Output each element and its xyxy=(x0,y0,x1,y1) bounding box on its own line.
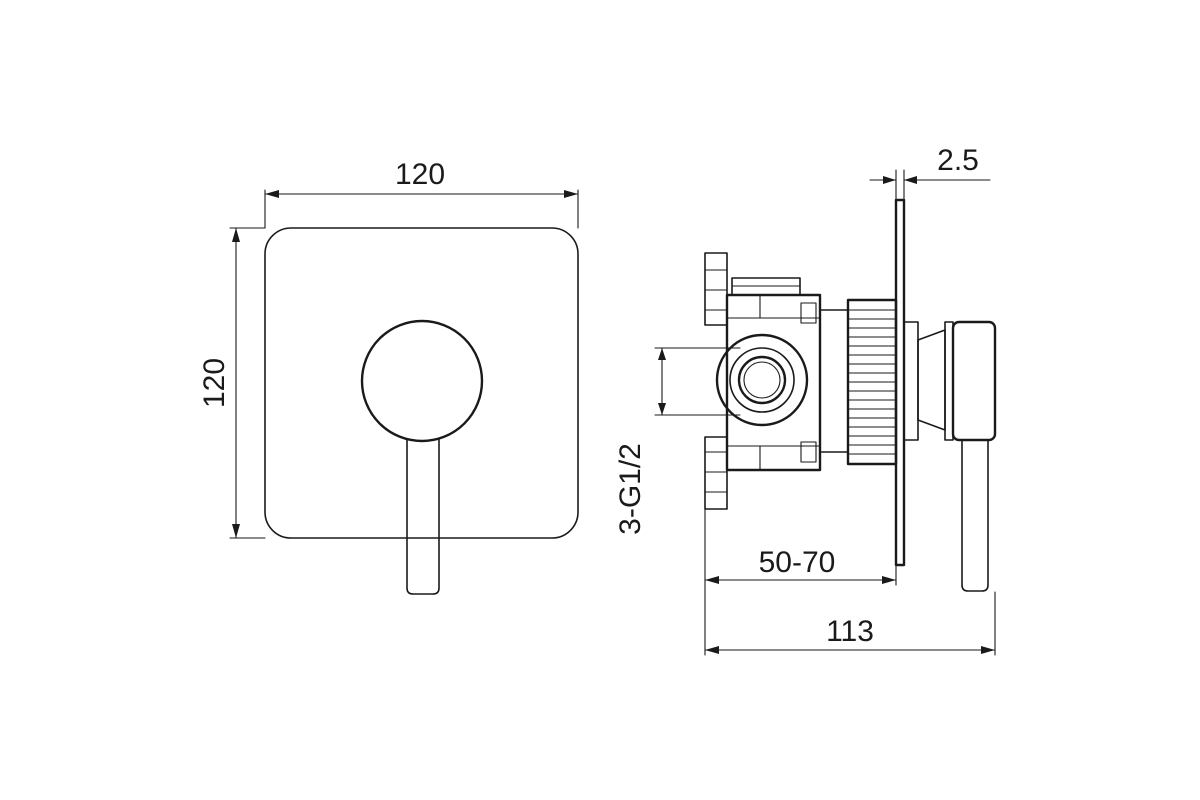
wall-depth-dimension: 50-70 xyxy=(704,508,897,656)
thread-dimension: 3-G1/2 xyxy=(614,347,741,535)
handle-lever xyxy=(406,429,440,595)
handle-knob xyxy=(360,319,484,443)
plate-thickness-label: 2.5 xyxy=(937,144,979,177)
mounting-bracket xyxy=(704,252,728,510)
total-depth-dimension: 113 xyxy=(704,591,996,656)
height-dimension: 120 xyxy=(198,227,266,539)
front-view: 120 120 xyxy=(198,158,579,595)
width-dimension-label: 120 xyxy=(395,158,445,191)
cover-plate-side xyxy=(894,198,906,567)
threaded-sleeve xyxy=(819,298,898,466)
thread-dimension-label: 3-G1/2 xyxy=(614,443,647,535)
knurled-grip xyxy=(951,320,997,442)
side-view: 2.5 xyxy=(614,144,997,656)
plate-thickness-dimension: 2.5 xyxy=(869,144,991,201)
total-depth-label: 113 xyxy=(826,615,874,648)
height-dimension-label: 120 xyxy=(198,358,231,408)
cover-plate xyxy=(264,227,579,539)
wall-depth-label: 50-70 xyxy=(759,546,836,579)
width-dimension: 120 xyxy=(264,158,579,229)
inlet-port xyxy=(715,333,809,427)
handle-side xyxy=(903,320,997,592)
lever-side xyxy=(961,439,989,592)
